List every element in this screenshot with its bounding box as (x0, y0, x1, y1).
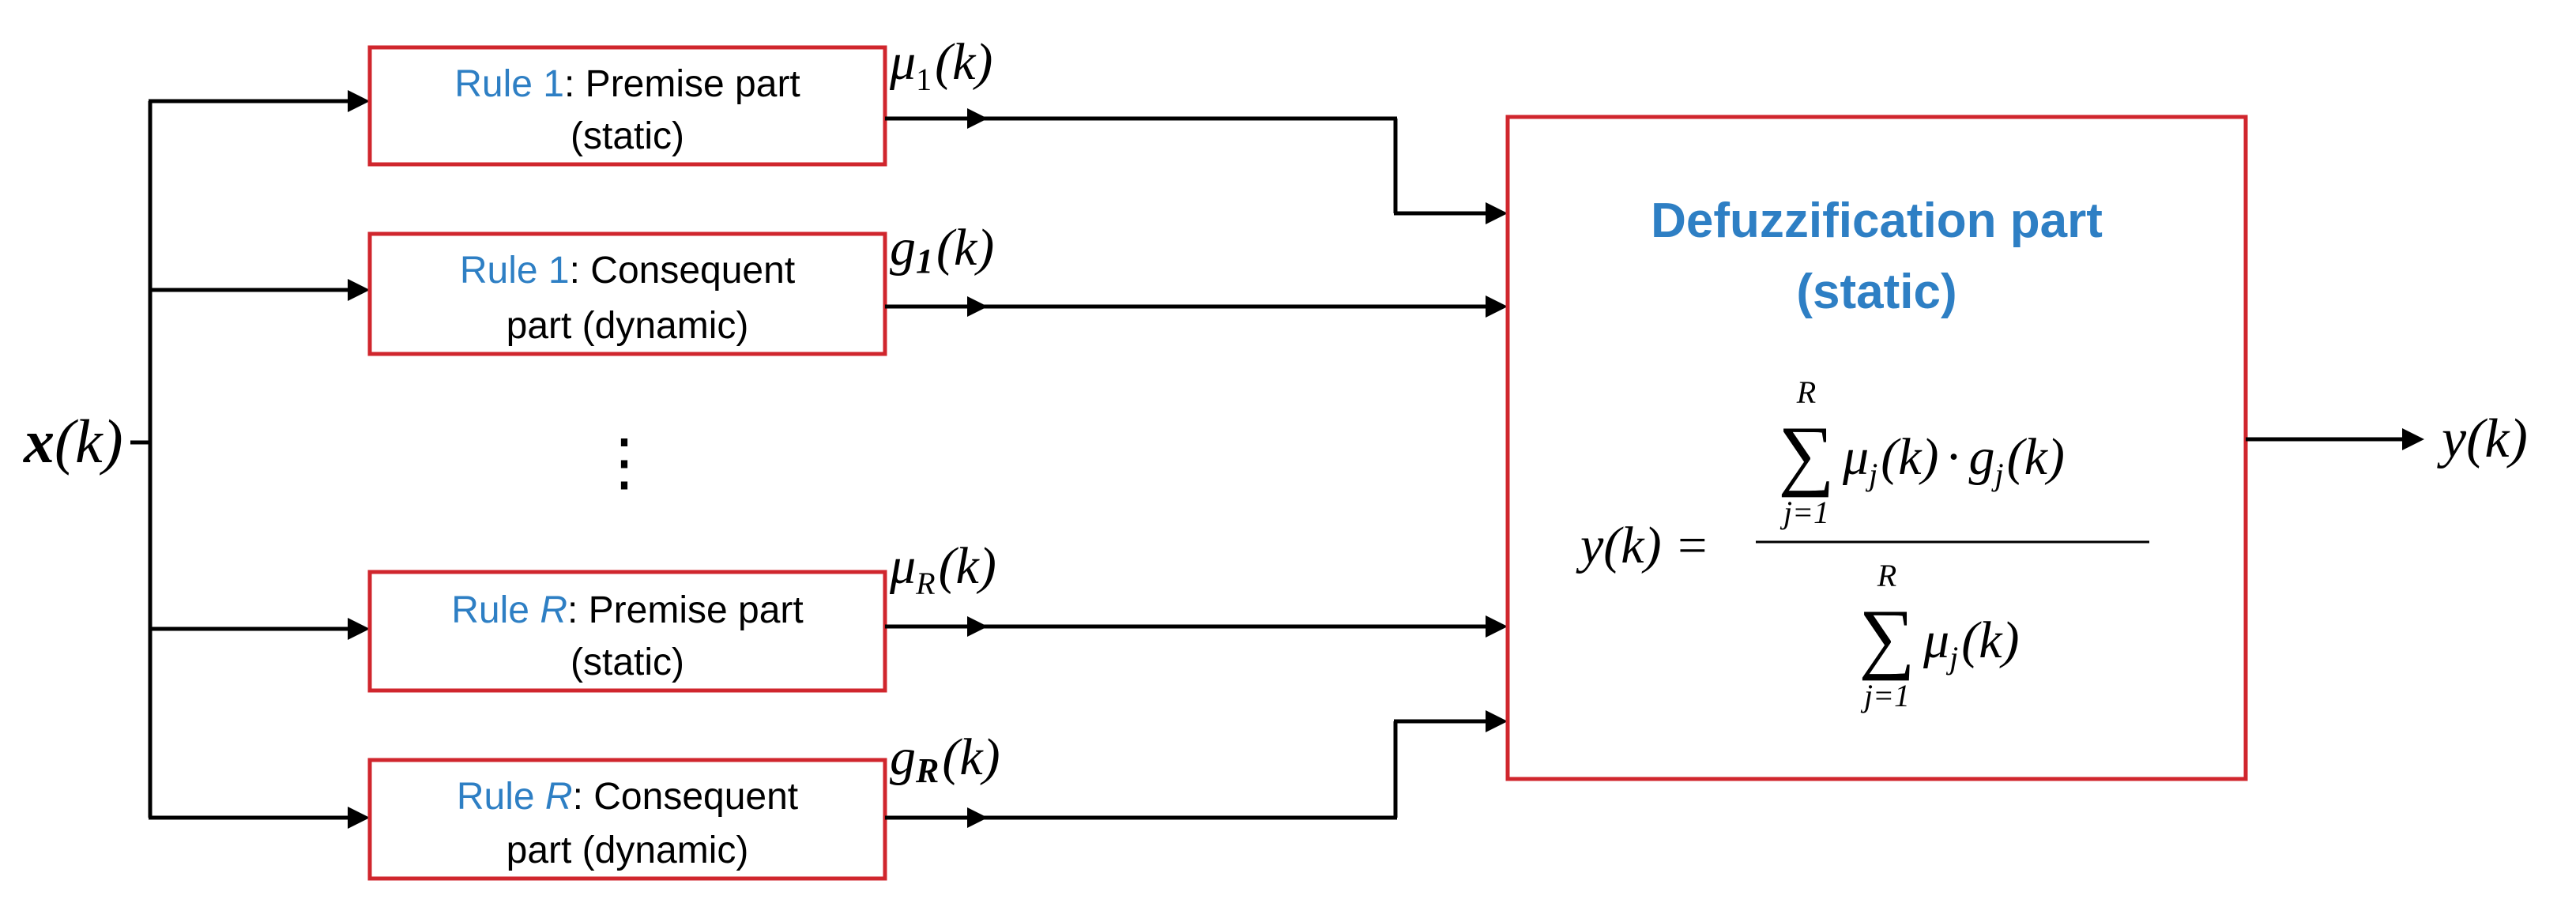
arrowhead-icon (967, 108, 988, 129)
input-branch-rule1-consequent (149, 279, 370, 301)
rule-word: Rule (454, 63, 543, 105)
formula-lhs: y(k) = (1576, 517, 1710, 574)
arrowhead-icon (348, 90, 370, 112)
num-sigma-icon: ∑ (1778, 410, 1834, 498)
formula-denominator: μj(k) (1923, 611, 2020, 675)
rule-line1-rest: : Premise part (564, 63, 800, 105)
arrowhead-icon (1486, 295, 1508, 318)
ellipsis-icon: ⋮ (593, 428, 656, 498)
signal-label-muR: μR(k) (889, 537, 996, 601)
signal-label-g1: g1(k) (890, 219, 994, 280)
rule-line1-rest: : Consequent (573, 776, 799, 818)
arrowhead-icon (2402, 428, 2424, 450)
input-label: x(k) (23, 407, 123, 476)
signal-label-mu1: μ1(k) (889, 33, 992, 97)
rule-box-1-premise: Rule 1: Premise part (static) (367, 45, 887, 167)
arrowhead-icon (348, 618, 370, 640)
arrowhead-icon (967, 616, 988, 637)
defuzzification-box: Defuzzification part (static) y(k) = R ∑… (1505, 115, 2248, 781)
signal-line-muR (885, 615, 1508, 638)
rule-id: R (545, 776, 573, 818)
input-branch-rule1-premise (149, 90, 370, 112)
rule-box-line2: part (dynamic) (507, 305, 749, 347)
rule-id: R (540, 589, 567, 631)
arrowhead-icon (967, 807, 988, 828)
arrowhead-icon (1486, 202, 1508, 224)
num-sum-lower: j=1 (1779, 495, 1829, 530)
arrowhead-icon (348, 279, 370, 301)
input-vector: x (23, 407, 55, 476)
den-sum-upper: R (1877, 558, 1896, 593)
num-sum-upper: R (1796, 374, 1816, 410)
input-branch-ruleR-premise (149, 618, 370, 640)
rule-box-line2: (static) (571, 642, 684, 683)
rule-word: Rule (460, 250, 548, 292)
formula-numerator: μj(k)·gj(k) (1842, 428, 2065, 492)
signal-line-g1 (885, 295, 1508, 318)
rule-box-line1: Rule R: Premise part (451, 589, 804, 631)
rule-word: Rule (457, 776, 545, 818)
rule-word: Rule (451, 589, 540, 631)
arrowhead-icon (967, 296, 988, 317)
defuzz-formula: y(k) = R ∑ j=1 μj(k)·gj(k) R ∑ j=1 μj(k) (1576, 374, 2149, 713)
rule-line1-rest: : Premise part (567, 589, 804, 631)
rule-box-R-consequent: Rule R: Consequent part (dynamic) (367, 758, 887, 881)
rule-box-line2: (static) (571, 115, 684, 157)
rule-box-1-consequent: Rule 1: Consequent part (dynamic) (367, 231, 887, 356)
rule-box-line1: Rule 1: Premise part (454, 63, 800, 105)
signal-label-gR: gR(k) (890, 728, 1000, 790)
arrowhead-icon (348, 807, 370, 829)
defuzz-title-line1: Defuzzification part (1651, 194, 2103, 248)
den-sigma-icon: ∑ (1859, 593, 1915, 681)
rule-line1-rest: : Consequent (570, 250, 796, 292)
rule-id: 1 (548, 250, 570, 292)
output-label: y(k) (2437, 408, 2528, 469)
rule-box-R-premise: Rule R: Premise part (static) (367, 570, 887, 693)
rule-box-line1: Rule 1: Consequent (460, 250, 795, 292)
input-branch-ruleR-consequent (149, 807, 370, 829)
rule-id: 1 (543, 63, 564, 105)
rule-box-line2: part (dynamic) (507, 830, 749, 871)
arrowhead-icon (1486, 615, 1508, 638)
signal-line-mu1 (885, 108, 1508, 224)
output-line (2246, 428, 2424, 450)
den-sum-lower: j=1 (1860, 678, 1910, 713)
signal-line-gR (885, 710, 1508, 828)
rule-box-line1: Rule R: Consequent (457, 776, 798, 818)
defuzz-title-line2: (static) (1796, 265, 1956, 319)
arrowhead-icon (1486, 710, 1508, 732)
input-arg: (k) (55, 407, 123, 476)
